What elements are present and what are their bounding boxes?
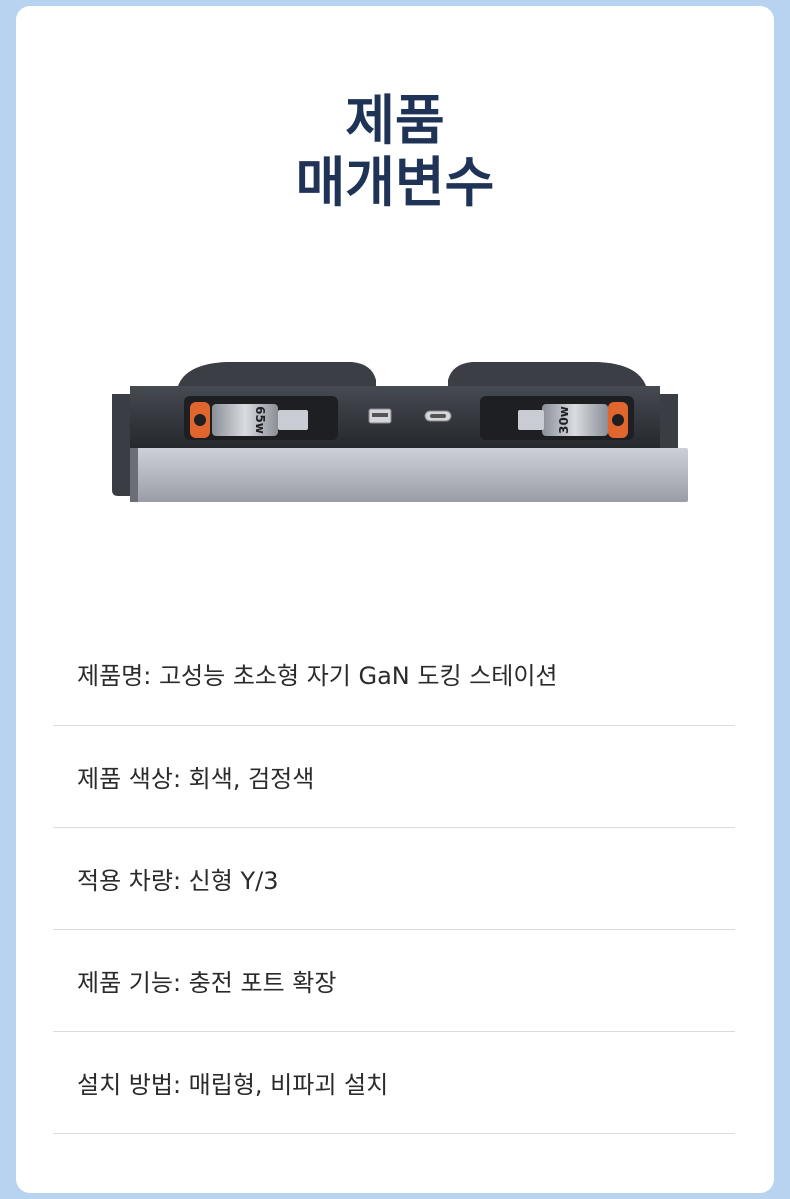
left-cable-label: 65w: [253, 406, 267, 434]
page-title-line2: 매개변수: [295, 151, 495, 214]
page-title-line1: 제품: [345, 89, 445, 152]
spec-row-installation: 설치 방법: 매립형, 비파괴 설치: [53, 1032, 735, 1134]
left-cable-head: [212, 404, 278, 436]
right-hump: [448, 362, 646, 386]
right-cable-label: 30w: [557, 406, 571, 434]
spec-row-color: 제품 색상: 회색, 검정색: [53, 726, 735, 828]
spec-list: 제품명: 고성능 초소형 자기 GaN 도킹 스테이션 제품 색상: 회색, 검…: [53, 621, 735, 1134]
dock-front: [134, 448, 688, 502]
right-cable-head: [542, 404, 608, 436]
spec-row-function: 제품 기능: 충전 포트 확장: [53, 930, 735, 1032]
product-image: 65w 30w: [112, 362, 688, 502]
spec-row-product-name: 제품명: 고성능 초소형 자기 GaN 도킹 스테이션: [53, 621, 735, 726]
left-hump: [178, 362, 376, 386]
spec-row-vehicle: 적용 차량: 신형 Y/3: [53, 828, 735, 930]
content-card: 제품 매개변수: [16, 6, 774, 1193]
left-bracket: [112, 394, 130, 496]
